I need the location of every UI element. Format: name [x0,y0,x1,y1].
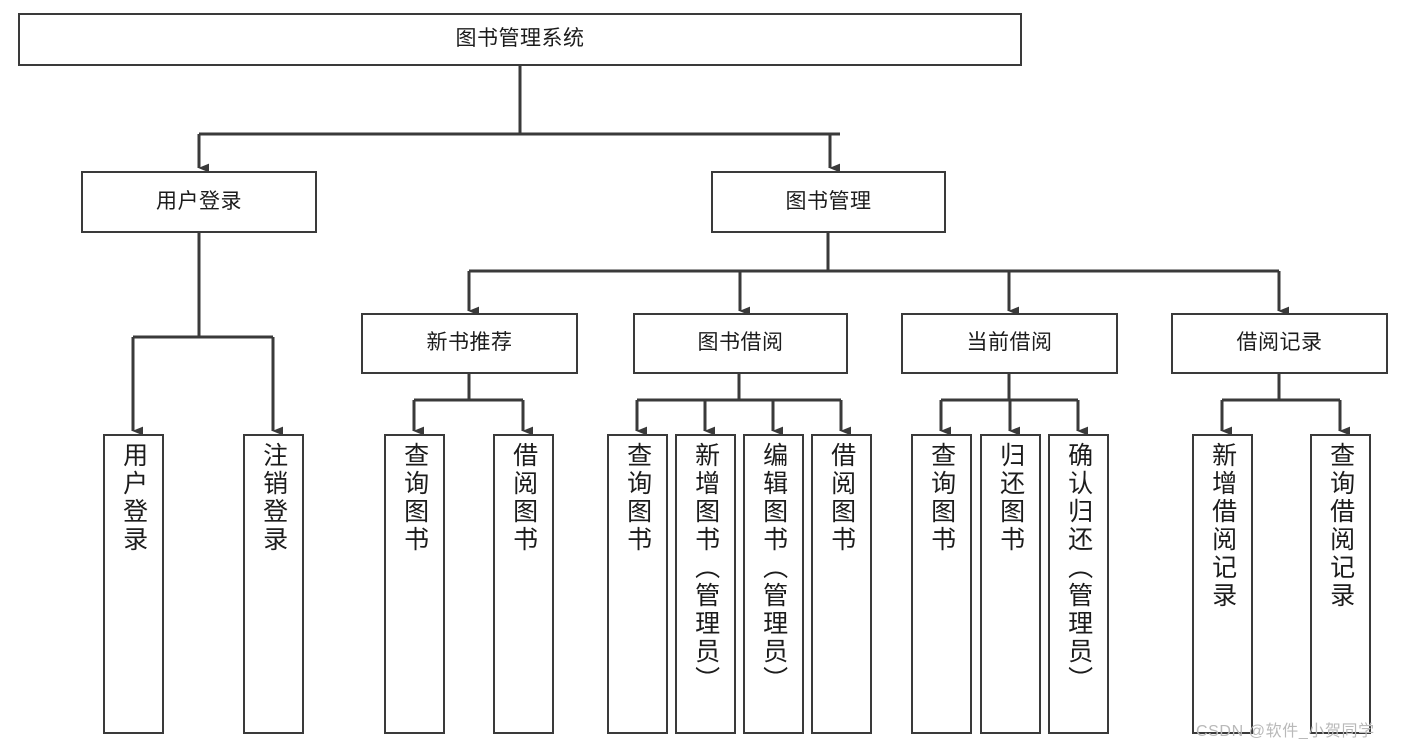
node-book-manage-label: 图书管理 [785,189,872,213]
node-leaf-query-book-2-label: 查询图书 [623,442,652,554]
node-book-manage[interactable]: 图书管理 [711,171,946,233]
node-leaf-query-book-1[interactable]: 查询图书 [384,434,445,734]
node-leaf-edit-book-label: 编辑图书（管理员） [759,442,788,694]
node-leaf-logout[interactable]: 注销登录 [243,434,304,734]
node-new-book-rec-label: 新书推荐 [426,331,513,355]
node-leaf-logout-label: 注销登录 [259,442,288,554]
node-borrow-record-label: 借阅记录 [1236,331,1323,355]
node-leaf-confirm-return[interactable]: 确认归还（管理员） [1048,434,1109,734]
node-leaf-query-book-3-label: 查询图书 [927,442,956,554]
csdn-watermark: CSDN @软件_小贺同学 [1196,723,1375,740]
node-current-borrow[interactable]: 当前借阅 [901,313,1118,374]
node-leaf-add-record-label: 新增借阅记录 [1208,442,1237,610]
node-leaf-confirm-return-label: 确认归还（管理员） [1064,442,1093,694]
node-leaf-query-record[interactable]: 查询借阅记录 [1310,434,1371,734]
node-leaf-user-login[interactable]: 用户登录 [103,434,164,734]
node-leaf-return-book[interactable]: 归还图书 [980,434,1041,734]
node-leaf-borrow-book-2[interactable]: 借阅图书 [811,434,872,734]
node-user-login[interactable]: 用户登录 [81,171,317,233]
node-root-label: 图书管理系统 [455,27,585,51]
node-borrow-record[interactable]: 借阅记录 [1171,313,1388,374]
node-leaf-add-book-label: 新增图书（管理员） [691,442,720,694]
node-leaf-return-book-label: 归还图书 [996,442,1025,554]
node-new-book-rec[interactable]: 新书推荐 [361,313,578,374]
node-leaf-query-record-label: 查询借阅记录 [1326,442,1355,610]
node-root[interactable]: 图书管理系统 [18,13,1022,66]
node-leaf-borrow-book-2-label: 借阅图书 [827,442,856,554]
node-current-borrow-label: 当前借阅 [966,331,1053,355]
node-leaf-query-book-2[interactable]: 查询图书 [607,434,668,734]
node-user-login-label: 用户登录 [156,189,242,213]
node-leaf-borrow-book-1-label: 借阅图书 [509,442,538,554]
node-leaf-query-book-1-label: 查询图书 [400,442,429,554]
node-book-borrow-label: 图书借阅 [697,331,784,355]
node-leaf-add-book[interactable]: 新增图书（管理员） [675,434,736,734]
node-leaf-edit-book[interactable]: 编辑图书（管理员） [743,434,804,734]
node-book-borrow[interactable]: 图书借阅 [633,313,848,374]
node-leaf-user-login-label: 用户登录 [119,442,148,554]
node-leaf-add-record[interactable]: 新增借阅记录 [1192,434,1253,734]
node-leaf-borrow-book-1[interactable]: 借阅图书 [493,434,554,734]
node-leaf-query-book-3[interactable]: 查询图书 [911,434,972,734]
